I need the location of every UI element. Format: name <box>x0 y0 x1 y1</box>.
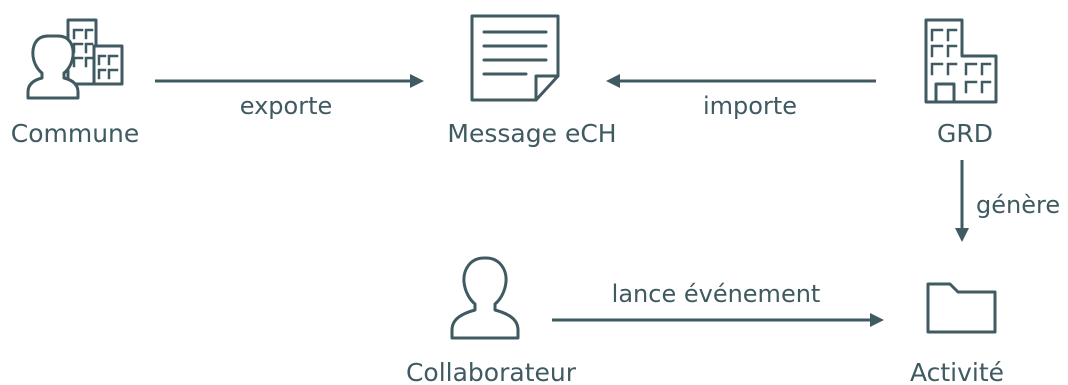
edge-exporte-arrowhead <box>410 74 424 88</box>
document-icon <box>470 14 560 102</box>
building-icon <box>924 18 998 104</box>
node-collaborateur[interactable]: Collaborateur <box>406 256 577 385</box>
person-icon <box>450 256 520 340</box>
edge-importe-arrowhead <box>606 74 620 88</box>
folder-icon <box>926 282 997 334</box>
node-grd[interactable]: GRD <box>924 18 998 148</box>
edge-label-lance-evenement: lance événement <box>612 280 821 308</box>
edge-genere: génère <box>955 160 1060 242</box>
edge-lance-evenement-arrowhead <box>870 313 884 327</box>
edge-exporte: exporte <box>155 74 424 120</box>
edge-lance-evenement: lance événement <box>552 280 884 327</box>
edge-importe: importe <box>606 74 876 120</box>
person-with-building-icon <box>26 18 124 100</box>
node-label-activite: Activité <box>910 358 1004 385</box>
node-commune[interactable]: Commune <box>11 18 140 148</box>
node-label-collaborateur: Collaborateur <box>406 358 577 385</box>
edge-label-importe: importe <box>703 92 797 120</box>
edge-genere-arrowhead <box>955 228 969 242</box>
edge-label-genere: génère <box>976 191 1060 219</box>
node-label-grd: GRD <box>937 119 993 148</box>
edge-label-exporte: exporte <box>240 92 333 120</box>
node-label-message-ech: Message eCH <box>447 119 616 148</box>
node-message-ech[interactable]: Message eCH <box>447 14 617 148</box>
node-label-commune: Commune <box>11 119 140 148</box>
node-activite[interactable]: Activité <box>910 282 1004 385</box>
